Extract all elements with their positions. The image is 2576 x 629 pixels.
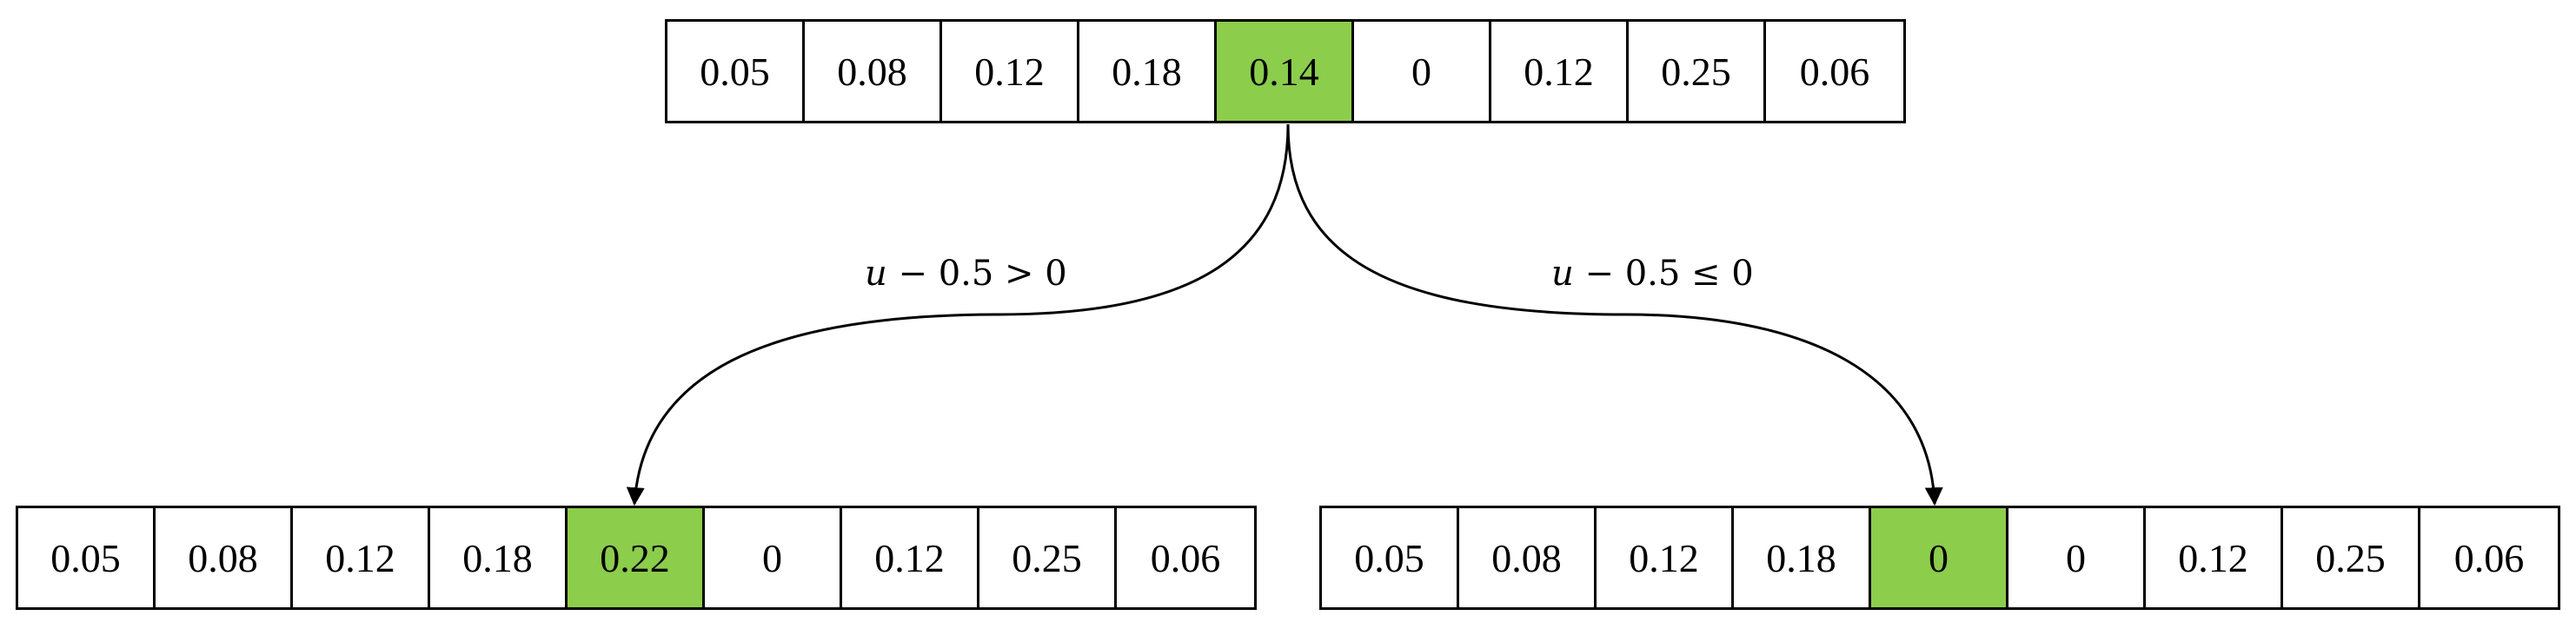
array-right-cell: 0 xyxy=(2008,508,2146,607)
array-top-cell: 0.25 xyxy=(1629,22,1766,121)
branch-label-left-var: u xyxy=(865,254,887,294)
array-top-cell: 0.12 xyxy=(1491,22,1629,121)
array-left-cell: 0.18 xyxy=(430,508,568,607)
array-right-cell: 0.12 xyxy=(1597,508,1734,607)
array-right-cell: 0.18 xyxy=(1734,508,1871,607)
array-top-cell: 0.18 xyxy=(1079,22,1217,121)
branch-label-left: u − 0.5 > 0 xyxy=(865,254,1067,294)
array-top-cell: 0.06 xyxy=(1766,22,1903,121)
array-left-cell: 0 xyxy=(705,508,842,607)
array-top-cell: 0.05 xyxy=(667,22,805,121)
array-right: 0.05 0.08 0.12 0.18 0 0 0.12 0.25 0.06 xyxy=(1319,506,2560,610)
array-right-cell: 0.08 xyxy=(1459,508,1597,607)
branch-label-right-rest: − 0.5 ≤ 0 xyxy=(1573,254,1754,294)
array-top-cell: 0 xyxy=(1354,22,1491,121)
array-top-cell-highlighted: 0.14 xyxy=(1217,22,1354,121)
branch-label-left-rest: − 0.5 > 0 xyxy=(886,254,1067,294)
array-left-cell: 0.08 xyxy=(156,508,293,607)
arrow-left xyxy=(626,123,1290,507)
branch-label-right: u − 0.5 ≤ 0 xyxy=(1551,254,1754,294)
array-right-cell: 0.12 xyxy=(2146,508,2283,607)
array-left-cell: 0.12 xyxy=(293,508,430,607)
array-right-cell: 0.25 xyxy=(2283,508,2420,607)
array-right-cell: 0.06 xyxy=(2420,508,2558,607)
array-left: 0.05 0.08 0.12 0.18 0.22 0 0.12 0.25 0.0… xyxy=(16,506,1257,610)
array-top-cell: 0.12 xyxy=(942,22,1079,121)
arrow-right xyxy=(1286,123,1943,507)
array-top-cell: 0.08 xyxy=(805,22,942,121)
array-left-cell: 0.06 xyxy=(1117,508,1254,607)
array-left-cell: 0.05 xyxy=(18,508,156,607)
array-top: 0.05 0.08 0.12 0.18 0.14 0 0.12 0.25 0.0… xyxy=(665,19,1906,123)
array-left-cell: 0.25 xyxy=(979,508,1117,607)
branch-label-right-var: u xyxy=(1551,254,1574,294)
array-left-cell-highlighted: 0.22 xyxy=(568,508,705,607)
array-left-cell: 0.12 xyxy=(842,508,979,607)
array-right-cell: 0.05 xyxy=(1322,508,1459,607)
array-right-cell-highlighted: 0 xyxy=(1871,508,2008,607)
